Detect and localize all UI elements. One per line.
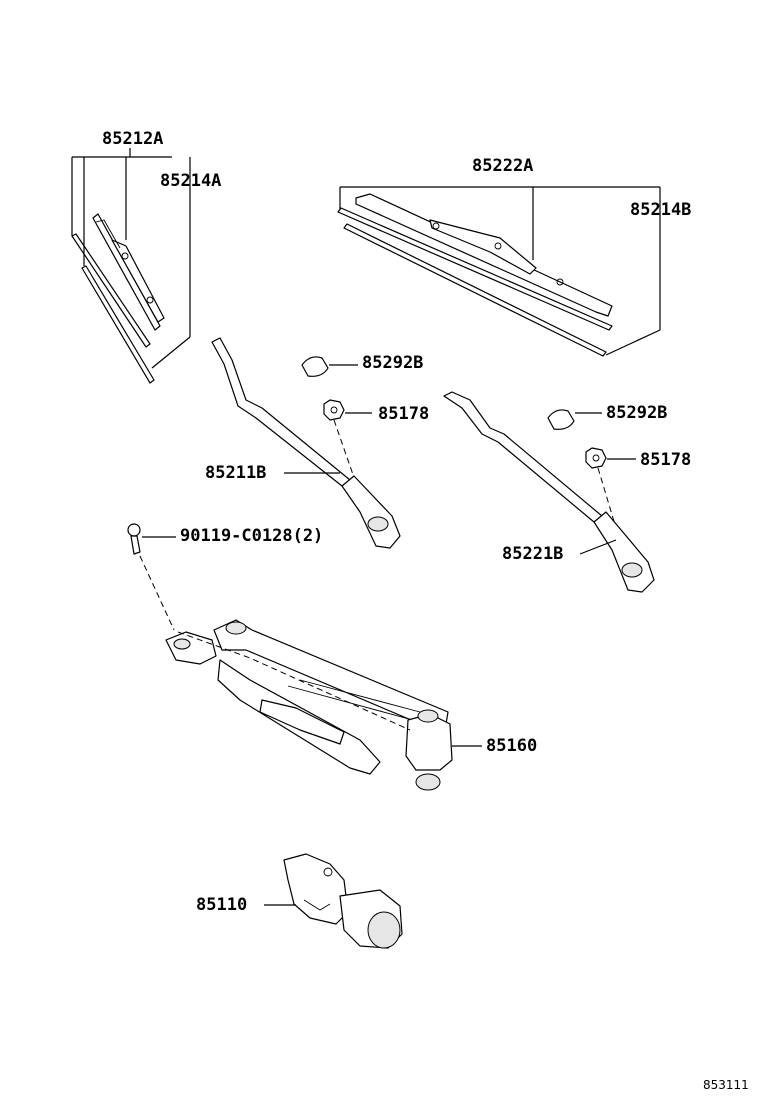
nut-passenger bbox=[585, 447, 636, 529]
wiper-link-assy bbox=[165, 619, 482, 791]
wiper-arm-driver bbox=[211, 337, 401, 549]
part-label-85160: 85160 bbox=[486, 736, 538, 756]
wiper-motor bbox=[264, 853, 403, 949]
part-label-85221B: 85221B bbox=[502, 544, 564, 564]
leader-85222A-85214B bbox=[339, 186, 661, 356]
part-label-85222A: 85222A bbox=[472, 156, 534, 176]
cap-passenger bbox=[547, 409, 602, 430]
part-label-85212A: 85212A bbox=[102, 129, 164, 149]
wiper-arm-passenger bbox=[443, 391, 655, 593]
leader-85214A bbox=[151, 157, 191, 369]
part-label-85178-passenger: 85178 bbox=[640, 450, 692, 470]
wiper-blade-passenger bbox=[355, 193, 613, 317]
part-label-85292B-passenger: 85292B bbox=[606, 403, 668, 423]
leader-85212A bbox=[71, 148, 172, 266]
part-label-85292B-driver: 85292B bbox=[362, 353, 424, 373]
wiper-rubber-passenger bbox=[337, 207, 613, 357]
diagram-id: 853111 bbox=[703, 1078, 749, 1092]
part-label-85211B: 85211B bbox=[205, 463, 267, 483]
bolt bbox=[127, 523, 176, 631]
cap-driver bbox=[301, 356, 358, 377]
part-label-90119-C0128: 90119-C0128(2) bbox=[180, 526, 324, 546]
part-label-85110: 85110 bbox=[196, 895, 248, 915]
wiper-rubber-driver bbox=[71, 233, 155, 384]
part-label-85214A: 85214A bbox=[160, 171, 222, 191]
part-label-85178-driver: 85178 bbox=[378, 404, 430, 424]
wiper-blade-driver bbox=[92, 213, 165, 331]
part-label-85214B: 85214B bbox=[630, 200, 692, 220]
